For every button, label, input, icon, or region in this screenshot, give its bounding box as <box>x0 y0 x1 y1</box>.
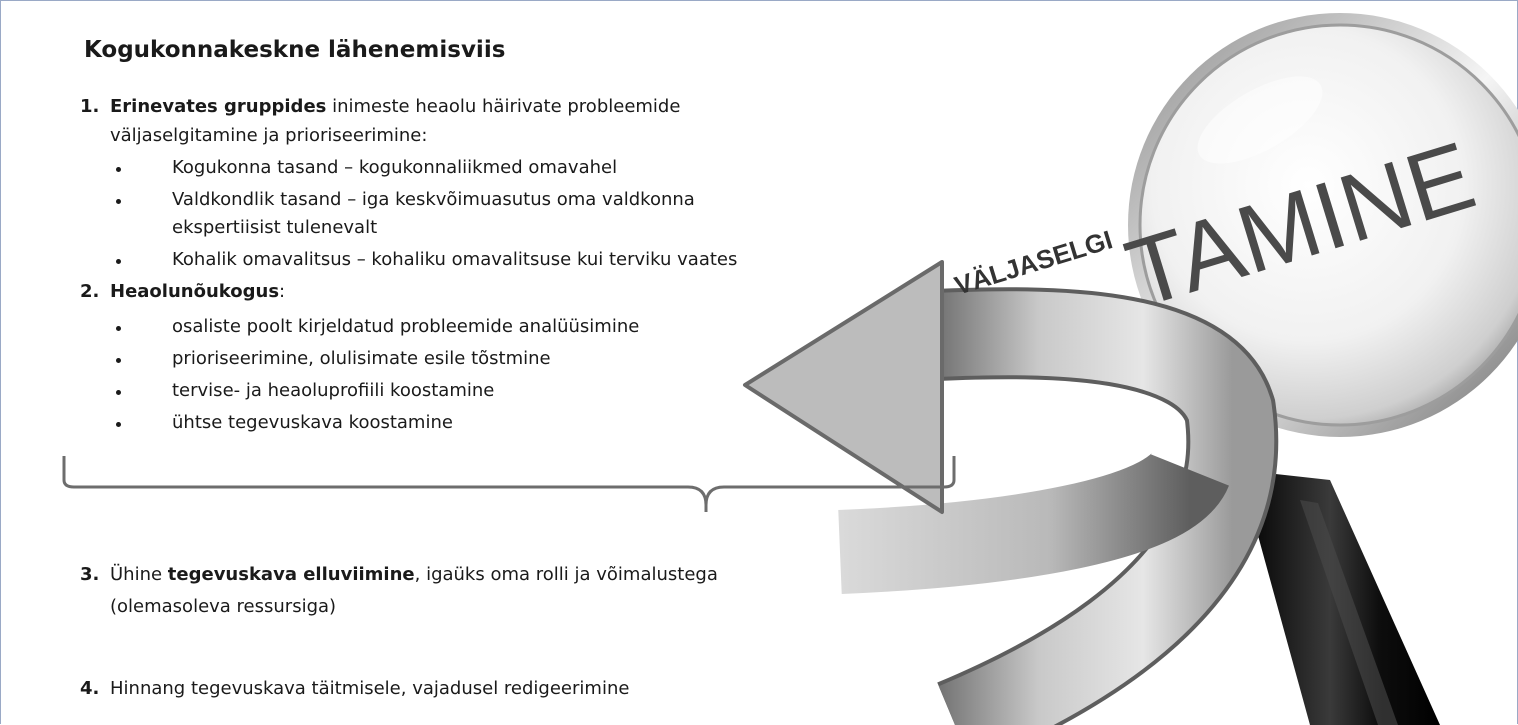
item-1-bullet-3: Kohalik omavalitsus – kohaliku omavalits… <box>172 249 738 270</box>
bullet-dot <box>116 167 121 172</box>
item-1-bullet-1: Kogukonna tasand – kogukonnaliikmed omav… <box>172 157 618 178</box>
item-1-bullet-2: Valdkondlik tasand – iga keskvõimuasutus… <box>172 189 695 210</box>
item-2-bullet-3: tervise- ja heaoluprofiili koostamine <box>172 380 495 401</box>
curly-brace <box>62 456 956 512</box>
bullet-dot <box>116 326 121 331</box>
bullet-dot <box>116 199 121 204</box>
item-1-bold: Erinevates gruppides <box>110 96 327 117</box>
item-2-bullet-4: ühtse tegevuskava koostamine <box>172 412 453 433</box>
item-3-text-before: Ühine <box>110 564 168 585</box>
item-3-bold: tegevuskava elluviimine <box>167 564 415 585</box>
item-1-text: inimeste heaolu häirivate probleemide <box>326 96 681 117</box>
item-2-bullet-2: prioriseerimine, olulisimate esile tõstm… <box>172 348 551 369</box>
page-title: Kogukonnakeskne lähenemisviis <box>84 37 506 63</box>
item-number-1: 1. <box>80 96 100 117</box>
item-number-3: 3. <box>80 564 100 585</box>
item-2-line-1: Heaolunõukogus: <box>110 280 285 304</box>
item-1-bullet-2-line-2: ekspertiisist tulenevalt <box>172 217 378 238</box>
item-number-2: 2. <box>80 281 100 302</box>
item-2-bold: Heaolunõukogus <box>110 281 280 302</box>
item-number-4: 4. <box>80 678 100 699</box>
item-3-line-2: (olemasoleva ressursiga) <box>110 596 337 617</box>
bullet-dot <box>116 390 121 395</box>
item-2-bullet-1: osaliste poolt kirjeldatud probleemide a… <box>172 316 640 337</box>
item-1-line-2: väljaselgitamine ja prioriseerimine: <box>110 125 428 146</box>
curved-arrow-icon <box>743 260 1279 725</box>
item-3-line-1: Ühine tegevuskava elluviimine, igaüks om… <box>110 563 718 587</box>
bullet-dot <box>116 358 121 363</box>
item-3-text-after: , igaüks oma rolli ja võimalustega <box>414 564 718 585</box>
item-2-text: : <box>279 281 286 302</box>
magnifying-glass-icon <box>1128 13 1518 437</box>
item-1-line-1: Erinevates gruppides inimeste heaolu häi… <box>110 95 680 119</box>
item-4-line-1: Hinnang tegevuskava täitmisele, vajaduse… <box>110 678 630 699</box>
bullet-dot <box>116 422 121 427</box>
bullet-dot <box>116 259 121 264</box>
